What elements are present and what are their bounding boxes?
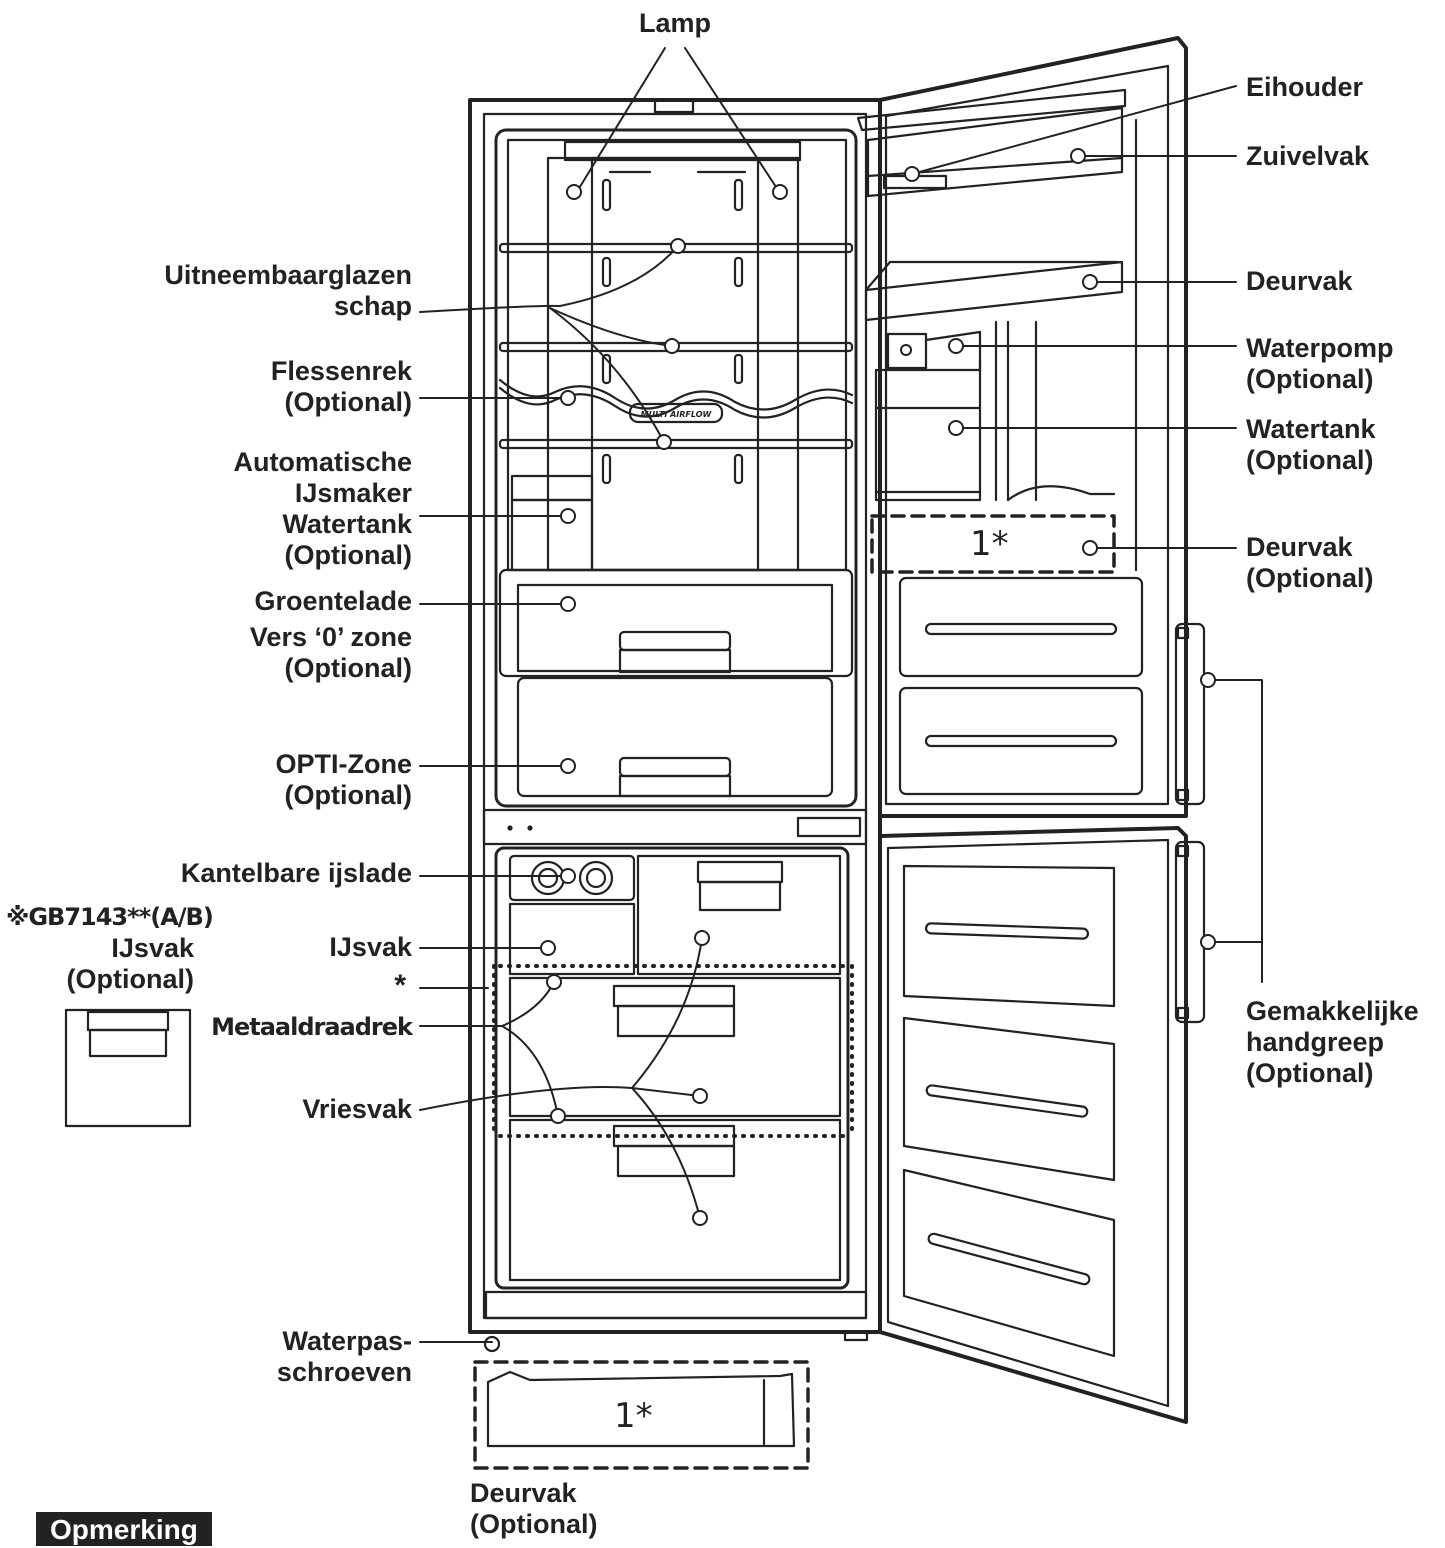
note-badge: Opmerking bbox=[36, 1512, 212, 1546]
label-bottle-rack: Flessenrek(Optional) bbox=[270, 356, 412, 417]
label-door-basket: Deurvak bbox=[1246, 266, 1353, 296]
door-basket-region bbox=[870, 514, 1116, 574]
bottom-door-basket bbox=[473, 1360, 810, 1470]
label-ice-box: IJsvak bbox=[329, 932, 412, 962]
label-egg-holder: Eihouder bbox=[1246, 72, 1364, 102]
leader-lines bbox=[419, 47, 1263, 1343]
label-opti-zone: OPTI-Zone(Optional) bbox=[275, 749, 413, 810]
wire-rack-dotted bbox=[492, 964, 854, 1138]
label-wire-rack: Metaaldraadrek bbox=[211, 1013, 413, 1041]
label-door-basket-optional: Deurvak(Optional) bbox=[1246, 532, 1374, 593]
label-vegetable-drawer: Groentelade bbox=[254, 586, 412, 616]
label-water-tank: Watertank(Optional) bbox=[1246, 414, 1376, 475]
label-one-star-lower: 1* bbox=[614, 1396, 653, 1436]
middle-divider bbox=[482, 808, 868, 846]
ice-maker-tank bbox=[510, 474, 594, 572]
lower-door bbox=[878, 826, 1206, 1424]
airflow-text: MULTI AIRFLOW bbox=[641, 410, 713, 419]
label-bottom-door-basket: Deurvak(Optional) bbox=[470, 1478, 598, 1539]
label-dairy-box: Zuivelvak bbox=[1246, 141, 1370, 171]
label-leveling-screws: Waterpas-schroeven bbox=[276, 1326, 412, 1387]
label-freezer-drawer: Vriesvak bbox=[302, 1094, 412, 1124]
label-water-pump: Waterpomp(Optional) bbox=[1246, 333, 1394, 394]
label-ice-tray: Kantelbare ijslade bbox=[180, 858, 412, 888]
label-asterisk: * bbox=[394, 969, 406, 1002]
freezer-compartment bbox=[483, 846, 869, 1353]
vegetable-drawers bbox=[498, 568, 854, 798]
label-lamp: Lamp bbox=[638, 8, 711, 38]
label-model-note: ※GB7143**(A/B)IJsvak(Optional) bbox=[6, 903, 214, 994]
fridge-cabinet bbox=[468, 98, 882, 1334]
bottle-rack bbox=[498, 378, 854, 424]
label-fresh-zone: Vers ‘0’ zone(Optional) bbox=[249, 622, 412, 683]
label-one-star-upper: 1* bbox=[970, 524, 1009, 564]
model-ice-box bbox=[64, 1008, 192, 1128]
callout-points bbox=[540, 148, 1216, 1226]
